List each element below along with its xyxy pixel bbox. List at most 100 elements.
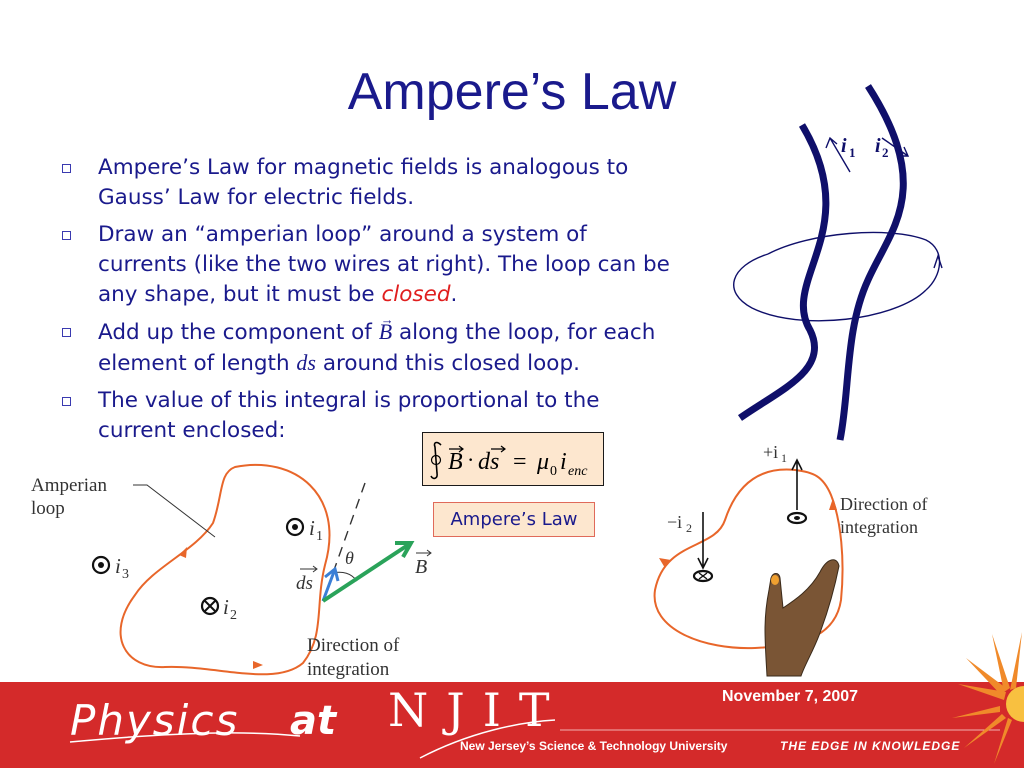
- njit-swoosh: [419, 719, 556, 759]
- current-in-cross-minus-i2: [698, 572, 708, 580]
- integration-label: integration: [307, 659, 390, 680]
- integration-loop-curve: [653, 468, 844, 650]
- b-vector-arrow-icon: [321, 541, 415, 603]
- ds-vector-arrow-icon: [321, 566, 340, 602]
- right-hand-figure: +i 1 −i 2 Direction of integration: [653, 442, 927, 677]
- i2-sub: 2: [230, 608, 237, 623]
- minus-i2-arrow-icon: [697, 512, 709, 570]
- closed-emphasis: closed: [381, 282, 451, 307]
- vector-arrow-icon: →: [380, 312, 394, 327]
- slide-title: Ampere’s Law: [347, 63, 677, 121]
- eq-ds: ds: [478, 449, 499, 475]
- bullet-2: Draw an “amperian loop” around a system …: [62, 220, 682, 310]
- university-tagline: New Jersey’s Science & Technology Univer…: [460, 739, 728, 753]
- eq-mu: μ: [536, 449, 549, 475]
- plus-i1-arrow-icon: [791, 458, 803, 510]
- eq-dot: ·: [467, 447, 474, 472]
- bullet-square-icon: [62, 231, 71, 240]
- bullet-4-text: The value of this integral is proportion…: [98, 388, 600, 443]
- edge-tagline: THE EDGE IN KNOWLEDGE: [780, 739, 961, 753]
- ds-overarrow-icon: [300, 565, 318, 573]
- integration-label-right: integration: [840, 517, 918, 537]
- vector-b-letter: B: [378, 319, 393, 344]
- current-in-icon-minus-i2: [692, 569, 714, 583]
- contour-circle-icon: [430, 454, 442, 466]
- vector-arrow-b-icon: [449, 445, 464, 453]
- wire-2: [836, 84, 907, 441]
- ampere-equation-box: B · ds = μ 0 i enc: [422, 432, 604, 486]
- bullet-2-text: Draw an “amperian loop” around a system …: [98, 222, 670, 307]
- eq-equals: =: [513, 449, 527, 475]
- current-out-icon-i3: [91, 555, 111, 575]
- thumbnail-icon: [771, 575, 779, 585]
- amperian-loop-front: [733, 253, 927, 322]
- bullet-3: Add up the component of →B along the loo…: [62, 312, 682, 379]
- bullet-1: Ampere’s Law for magnetic fields is anal…: [62, 153, 682, 213]
- ds-label: ds: [296, 573, 313, 594]
- bullet-4: The value of this integral is proportion…: [62, 386, 682, 446]
- bullet-2-end: .: [450, 282, 458, 307]
- direction-label-right: Direction of: [840, 494, 927, 514]
- eq-i-sub: enc: [568, 464, 588, 479]
- minus-i2-sub: 2: [686, 521, 692, 535]
- footer-date: November 7, 2007: [722, 688, 859, 705]
- njit-logo: NJIT: [388, 683, 568, 737]
- contour-integral-icon: [430, 441, 442, 480]
- two-wires-figure: i 1 i 2: [733, 84, 943, 441]
- loop-arrow-icon-right: [829, 498, 837, 510]
- bullet-3-text-a: Add up the component of: [98, 320, 379, 345]
- bullet-square-icon: [62, 397, 71, 406]
- loop-arrow-left-icon: [179, 547, 187, 558]
- wire-i2-label: i: [875, 135, 881, 157]
- loop-arrow-bottom-icon: [253, 661, 263, 669]
- bullet-3-text-b: along the loop, for each element of leng…: [98, 320, 656, 376]
- current-out-icon-i1: [285, 517, 305, 537]
- current-1-arrow-icon: [825, 136, 851, 173]
- current-2-arrow-icon: [881, 137, 910, 157]
- b-overarrow-icon: [416, 549, 432, 557]
- current-in-cross-i2: [204, 600, 216, 612]
- i3-sub: 3: [122, 567, 129, 582]
- bullet-1-text: Ampere’s Law for magnetic fields is anal…: [98, 155, 629, 210]
- right-hand-icon: [764, 559, 840, 677]
- bullet-square-icon: [62, 164, 71, 173]
- vector-b-symbol: →B: [378, 312, 394, 347]
- plus-i1-label: +i: [763, 442, 778, 462]
- ampere-equation: B · ds = μ 0 i enc: [430, 441, 588, 480]
- wire-1: [737, 123, 830, 421]
- i1-label: i: [309, 516, 315, 540]
- sun-core: [1006, 686, 1024, 722]
- i2-label: i: [223, 595, 229, 619]
- bullet-square-icon: [62, 328, 71, 337]
- eq-mu-sub: 0: [550, 464, 557, 479]
- amperian-loop-curve: [119, 463, 331, 676]
- wire-i1-sub: 1: [849, 145, 856, 160]
- current-out-dot-plus-i1: [794, 516, 800, 520]
- amperian-loop-back: [767, 231, 941, 291]
- current-out-dot-i1: [292, 524, 298, 530]
- amperian-pointer-line: [133, 484, 216, 538]
- i3-label: i: [115, 554, 121, 578]
- ampere-law-label: Ampere’s Law: [433, 502, 595, 537]
- amperian-label: Amperian: [31, 475, 107, 496]
- b-label: B: [415, 556, 427, 578]
- vector-arrow-s-icon: [491, 445, 506, 453]
- bullet-list: Ampere’s Law for magnetic fields is anal…: [62, 153, 682, 453]
- bullet-3-text-c: around this closed loop.: [315, 351, 580, 376]
- current-in-icon-i2: [200, 596, 220, 616]
- current-out-icon-plus-i1: [786, 511, 808, 525]
- eq-i: i: [560, 449, 567, 475]
- direction-label: Direction of: [307, 635, 400, 656]
- ds-symbol: ds: [296, 350, 316, 375]
- theta-label: θ: [345, 548, 354, 568]
- minus-i2-label: −i: [667, 512, 682, 532]
- amperian-loop-figure: Amperian loop i 1 i 3 i 2 θ ds B Directi…: [31, 463, 432, 680]
- plus-i1-sub: 1: [781, 451, 787, 465]
- footer-swoosh: [69, 732, 301, 743]
- current-out-dot-i3: [98, 562, 104, 568]
- wire-i2-sub: 2: [882, 145, 889, 160]
- footer-physics: Physics: [70, 696, 240, 745]
- i1-sub: 1: [316, 529, 323, 544]
- wire-i1-label: i: [841, 135, 847, 157]
- footer-decoration: [69, 719, 1000, 759]
